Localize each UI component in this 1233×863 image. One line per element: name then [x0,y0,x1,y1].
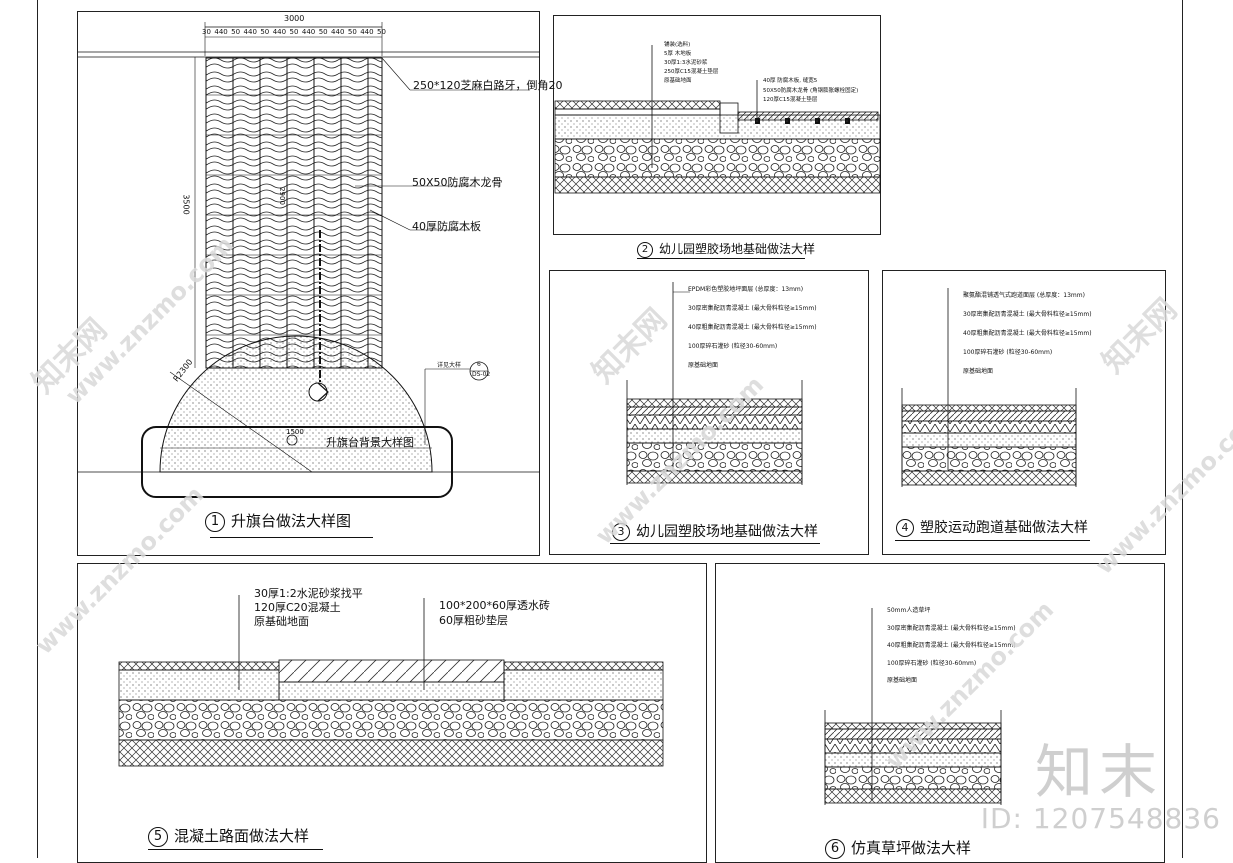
p1-ref-num: 6 [477,361,481,368]
p1-note-joist: 50X50防腐木龙骨 [412,176,503,189]
panel-4-title-underline [895,540,1090,541]
p6-layer: 50mm人造草坪 [887,607,931,614]
p6-layer: 原基础地面 [887,677,918,684]
title-number-badge: 6 [825,838,845,859]
panel-1-drawing [78,22,540,498]
panel-3-frame [549,270,869,555]
p1-dim-inner: 2900 [277,187,286,205]
p3-layer: 100厚碎石灌砂 (粒径30-60mm) [688,343,778,350]
p4-layers: 聚氨酯混铺透气式跑道面层 (总厚度：13mm) 30厚密集配沥青混凝土 (最大骨… [963,286,1092,381]
p3-layer: 原基础地面 [688,362,719,369]
title-number-badge: 3 [612,523,630,541]
title-number-badge: 1 [205,511,225,532]
panel-3-title-underline [610,543,820,544]
p1-dim-top: 3000 [284,14,305,23]
p5-right-layer: 100*200*60厚透水砖 [439,599,550,612]
panel-6-drawing [824,608,1002,805]
panel-2-frame [553,15,881,235]
p1-note-board: 40厚防腐木板 [412,220,481,233]
p5-left-layers: 30厚1:2水泥砂浆找平 120厚C20混凝土 原基础地面 [254,587,363,629]
p3-layer: EPDM彩色塑胶地坪面层 (总厚度：13mm) [688,286,804,293]
panel-3-drawing [626,282,803,485]
p2-left-layer: 250厚C15混凝土垫层 [664,69,719,75]
panel-1-title: 1 升旗台做法大样图 [205,510,351,532]
watermark-id: ID: 1207548836 [980,802,1221,835]
panel-2-drawing [554,45,881,194]
p1-bottom-label: 升旗台背景大样图 [326,436,414,449]
p5-left-layer: 30厚1:2水泥砂浆找平 [254,587,363,600]
panel-1-title-underline [210,537,373,538]
title-number-badge: 4 [896,519,914,537]
p2-left-layer: 5厚 木地板 [664,51,692,57]
p1-dim-left: 3500 [181,194,191,215]
p4-layer: 100厚碎石灌砂 (粒径30-60mm) [963,349,1053,356]
p3-layers: EPDM彩色塑胶地坪面层 (总厚度：13mm) 30厚密集配沥青混凝土 (最大骨… [688,280,817,375]
p6-layer: 30厚密集配沥青混凝土 (最大骨料粒径≥15mm) [887,624,1016,632]
panel-5-drawing [118,595,664,767]
p4-layer: 30厚密集配沥青混凝土 (最大骨料粒径≥15mm) [963,311,1092,318]
panel-1-frame [77,11,540,556]
panel-2-title-text: 幼儿园塑胶场地基础做法大样 [659,242,816,256]
title-number-badge: 5 [148,826,168,847]
p2-right-layer: 40厚 防腐木板, 缝宽5 [763,78,818,84]
p2-left-layer: 原基础地面 [664,78,692,84]
panel-4-title: 4 塑胶运动跑道基础做法大样 [896,517,1088,537]
p6-layer: 40厚粗集配沥青混凝土 (最大骨料粒径≥15mm) [887,642,1016,649]
p2-right-layer: 50X50防腐木龙骨 (角钢膨胀螺栓固定) [763,87,859,94]
p4-layer: 聚氨酯混铺透气式跑道面层 (总厚度：13mm) [963,292,1085,299]
panel-3-title-text: 幼儿园塑胶场地基础做法大样 [636,524,818,540]
title-number-badge: 2 [637,241,653,258]
panel-2-title: 2 幼儿园塑胶场地基础做法大样 [637,240,815,258]
panel-5-title: 5 混凝土路面做法大样 [148,825,309,847]
panel-4-title-text: 塑胶运动跑道基础做法大样 [920,520,1088,536]
p2-right-layers: 40厚 防腐木板, 缝宽5 50X50防腐木龙骨 (角钢膨胀螺栓固定) 120厚… [763,77,858,106]
p4-layer: 40厚粗集配沥青混凝土 (最大骨料粒径≥15mm) [963,330,1092,337]
panel-5-title-text: 混凝土路面做法大样 [174,827,310,845]
p6-layers: 50mm人造草坪 30厚密集配沥青混凝土 (最大骨料粒径≥15mm) 40厚粗集… [887,602,1016,690]
panel-5-title-underline [148,849,323,850]
p3-layer: 30厚密集配沥青混凝土 (最大骨料粒径≥15mm) [688,305,817,312]
p5-right-layers: 100*200*60厚透水砖 60厚粗砂垫层 [439,598,550,628]
panel-6-title-text: 仿真草坪做法大样 [851,839,972,857]
p2-left-layers: 铺装(选料) 5厚 木地板 30厚1:3水泥砂浆 250厚C15混凝土垫层 原基… [664,41,718,86]
p5-left-layer: 原基础地面 [254,615,309,628]
p1-callout-small: 详见大样 [437,362,462,369]
p2-right-layer: 120厚C15混凝土垫层 [763,97,818,103]
panel-6-title: 6 仿真草坪做法大样 [825,837,971,859]
p4-layer: 原基础地面 [963,368,994,375]
panel-4-frame [882,270,1166,555]
panel-1-title-text: 升旗台做法大样图 [231,512,352,530]
p5-right-layer: 60厚粗砂垫层 [439,614,508,627]
p6-layer: 100厚碎石灌砂 (粒径30-60mm) [887,659,977,667]
panel-2-title-underline [637,258,805,259]
p1-note-curb: 250*120芝麻白路牙，倒角20 [413,79,563,92]
p3-layer: 40厚粗集配沥青混凝土 (最大骨料粒径≥15mm) [688,324,817,331]
sheet-left-border [37,0,38,858]
p5-left-layer: 120厚C20混凝土 [254,601,341,614]
p2-left-layer: 30厚1:3水泥砂浆 [664,60,708,66]
watermark-brand: 知末 [1034,738,1163,806]
p1-ref-sheet: DS-02 [472,371,491,378]
panel-3-title: 3 幼儿园塑胶场地基础做法大样 [612,521,818,541]
p1-dim-bottom: 1500 [286,428,304,436]
panel-4-drawing [901,288,1077,487]
p2-left-layer: 铺装(选料) [664,42,691,48]
sheet-right-border [1182,0,1183,858]
